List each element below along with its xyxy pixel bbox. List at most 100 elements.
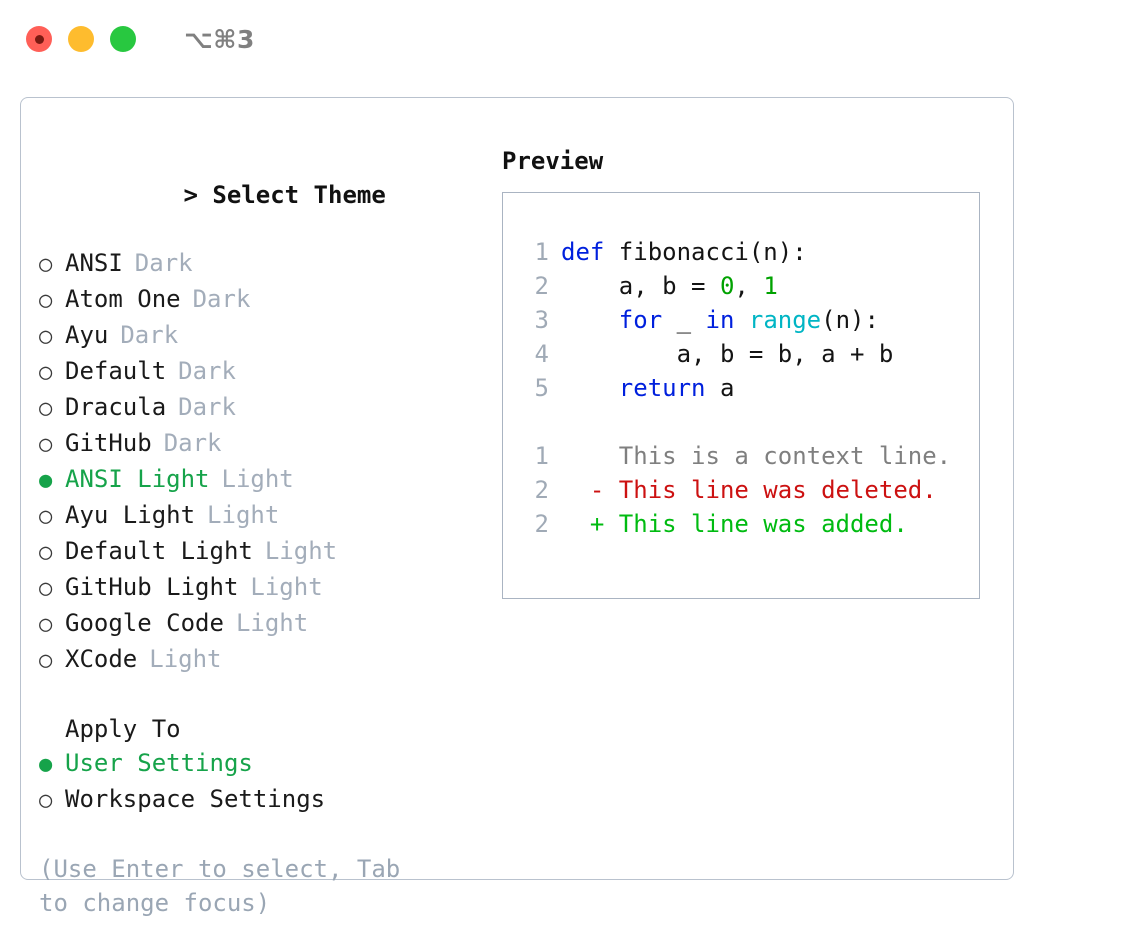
theme-option-label: GitHub Light xyxy=(65,573,239,601)
code-token: def xyxy=(561,238,605,266)
theme-option-row[interactable]: ○ GitHub Light Light xyxy=(39,570,486,606)
code-token: a, b = xyxy=(561,272,720,300)
theme-option-category: Light xyxy=(235,609,309,637)
theme-option-row[interactable]: ○ ANSI Dark xyxy=(39,246,486,282)
radio-unselected-icon: ○ xyxy=(39,288,53,313)
code-line-content: a, b = 0, 1 xyxy=(561,269,778,303)
radio-unselected-icon: ○ xyxy=(39,540,53,565)
apply-to-option-row[interactable]: ● User Settings xyxy=(39,746,486,782)
radio-unselected-icon: ○ xyxy=(39,432,53,457)
keyboard-shortcut-label: ⌥⌘3 xyxy=(184,24,255,54)
theme-option-label: Ayu xyxy=(65,321,109,349)
code-token: range xyxy=(748,306,822,334)
code-token xyxy=(561,374,619,402)
code-token: _ xyxy=(662,306,706,334)
apply-to-option-label: Workspace Settings xyxy=(65,785,326,813)
theme-option-category: Dark xyxy=(192,285,251,313)
list-spacer xyxy=(39,678,486,712)
code-token: for xyxy=(618,306,663,334)
theme-option-label: ANSI xyxy=(65,249,123,277)
keyboard-hint-text: (Use Enter to select, Tab to change focu… xyxy=(39,855,401,917)
code-token: 0 xyxy=(719,272,735,300)
close-button[interactable] xyxy=(26,26,52,52)
code-line: 2 a, b = 0, 1 xyxy=(521,269,979,303)
radio-unselected-icon: ○ xyxy=(39,788,53,813)
code-token: in xyxy=(705,306,735,334)
line-number: 2 xyxy=(534,510,549,538)
diff-sample: 1 This is a context line.2 - This line w… xyxy=(521,439,979,541)
theme-option-category: Light xyxy=(250,573,323,601)
maximize-button[interactable] xyxy=(110,26,136,52)
theme-option-label: ANSI Light xyxy=(65,465,210,493)
theme-option-row[interactable]: ○ Google Code Light xyxy=(39,606,486,642)
diff-line-content: This is a context line. xyxy=(561,442,952,470)
select-theme-header: > Select Theme xyxy=(39,144,486,246)
code-token xyxy=(561,306,619,334)
code-token: (n): xyxy=(821,306,879,334)
code-token: , xyxy=(734,272,764,300)
code-token xyxy=(734,306,748,334)
preview-title: Preview xyxy=(502,147,604,175)
theme-option-row[interactable]: ○ Default Light Light xyxy=(39,534,486,570)
line-number: 3 xyxy=(534,306,549,334)
theme-option-label: GitHub xyxy=(65,429,152,457)
apply-to-header: Apply To xyxy=(65,715,181,743)
code-token: fibonacci(n): xyxy=(604,238,807,266)
theme-option-category: Dark xyxy=(178,357,236,385)
radio-unselected-icon: ○ xyxy=(39,576,53,601)
code-line: 3 for _ in range(n): xyxy=(521,303,979,337)
line-number: 2 xyxy=(534,272,549,300)
traffic-light-group xyxy=(26,26,136,52)
diff-line: 2 - This line was deleted. xyxy=(521,473,979,507)
theme-option-category: Dark xyxy=(134,249,193,277)
code-line-content: return a xyxy=(561,371,735,405)
code-line-content: def fibonacci(n): xyxy=(561,235,807,269)
diff-line-content: + This line was added. xyxy=(561,510,908,538)
theme-option-label: Ayu Light xyxy=(65,501,196,529)
theme-option-label: Default Light xyxy=(65,537,253,565)
theme-option-category: Dark xyxy=(178,393,236,421)
code-token: a xyxy=(705,374,735,402)
diff-line: 2 + This line was added. xyxy=(521,507,979,541)
diff-line: 1 This is a context line. xyxy=(521,439,979,473)
apply-to-option-label: User Settings xyxy=(65,749,253,777)
code-line-content: a, b = b, a + b xyxy=(561,337,894,371)
radio-unselected-icon: ○ xyxy=(39,252,53,277)
title-bar: ⌥⌘3 xyxy=(0,0,1140,78)
code-line: 1 def fibonacci(n): xyxy=(521,235,979,269)
diff-line-content: - This line was deleted. xyxy=(561,476,937,504)
apply-to-option-list: ● User Settings ○ Workspace Settings xyxy=(39,746,486,818)
code-token: a, b = b, a + b xyxy=(561,340,894,368)
radio-unselected-icon: ○ xyxy=(39,504,53,529)
caret-icon: > xyxy=(183,181,198,209)
theme-option-category: Light xyxy=(264,537,338,565)
line-number: 4 xyxy=(534,340,549,368)
minimize-button[interactable] xyxy=(68,26,94,52)
radio-selected-icon: ● xyxy=(39,752,53,777)
radio-unselected-icon: ○ xyxy=(39,612,53,637)
code-token: return xyxy=(618,374,706,402)
radio-unselected-icon: ○ xyxy=(39,360,53,385)
apply-to-option-row[interactable]: ○ Workspace Settings xyxy=(39,782,486,818)
line-number: 1 xyxy=(534,238,549,266)
theme-option-label: Google Code xyxy=(65,609,224,637)
code-line-content: for _ in range(n): xyxy=(561,303,879,337)
code-line: 4 a, b = b, a + b xyxy=(521,337,979,371)
radio-unselected-icon: ○ xyxy=(39,648,53,673)
code-blank-line xyxy=(521,405,979,439)
radio-unselected-icon: ○ xyxy=(39,324,53,349)
